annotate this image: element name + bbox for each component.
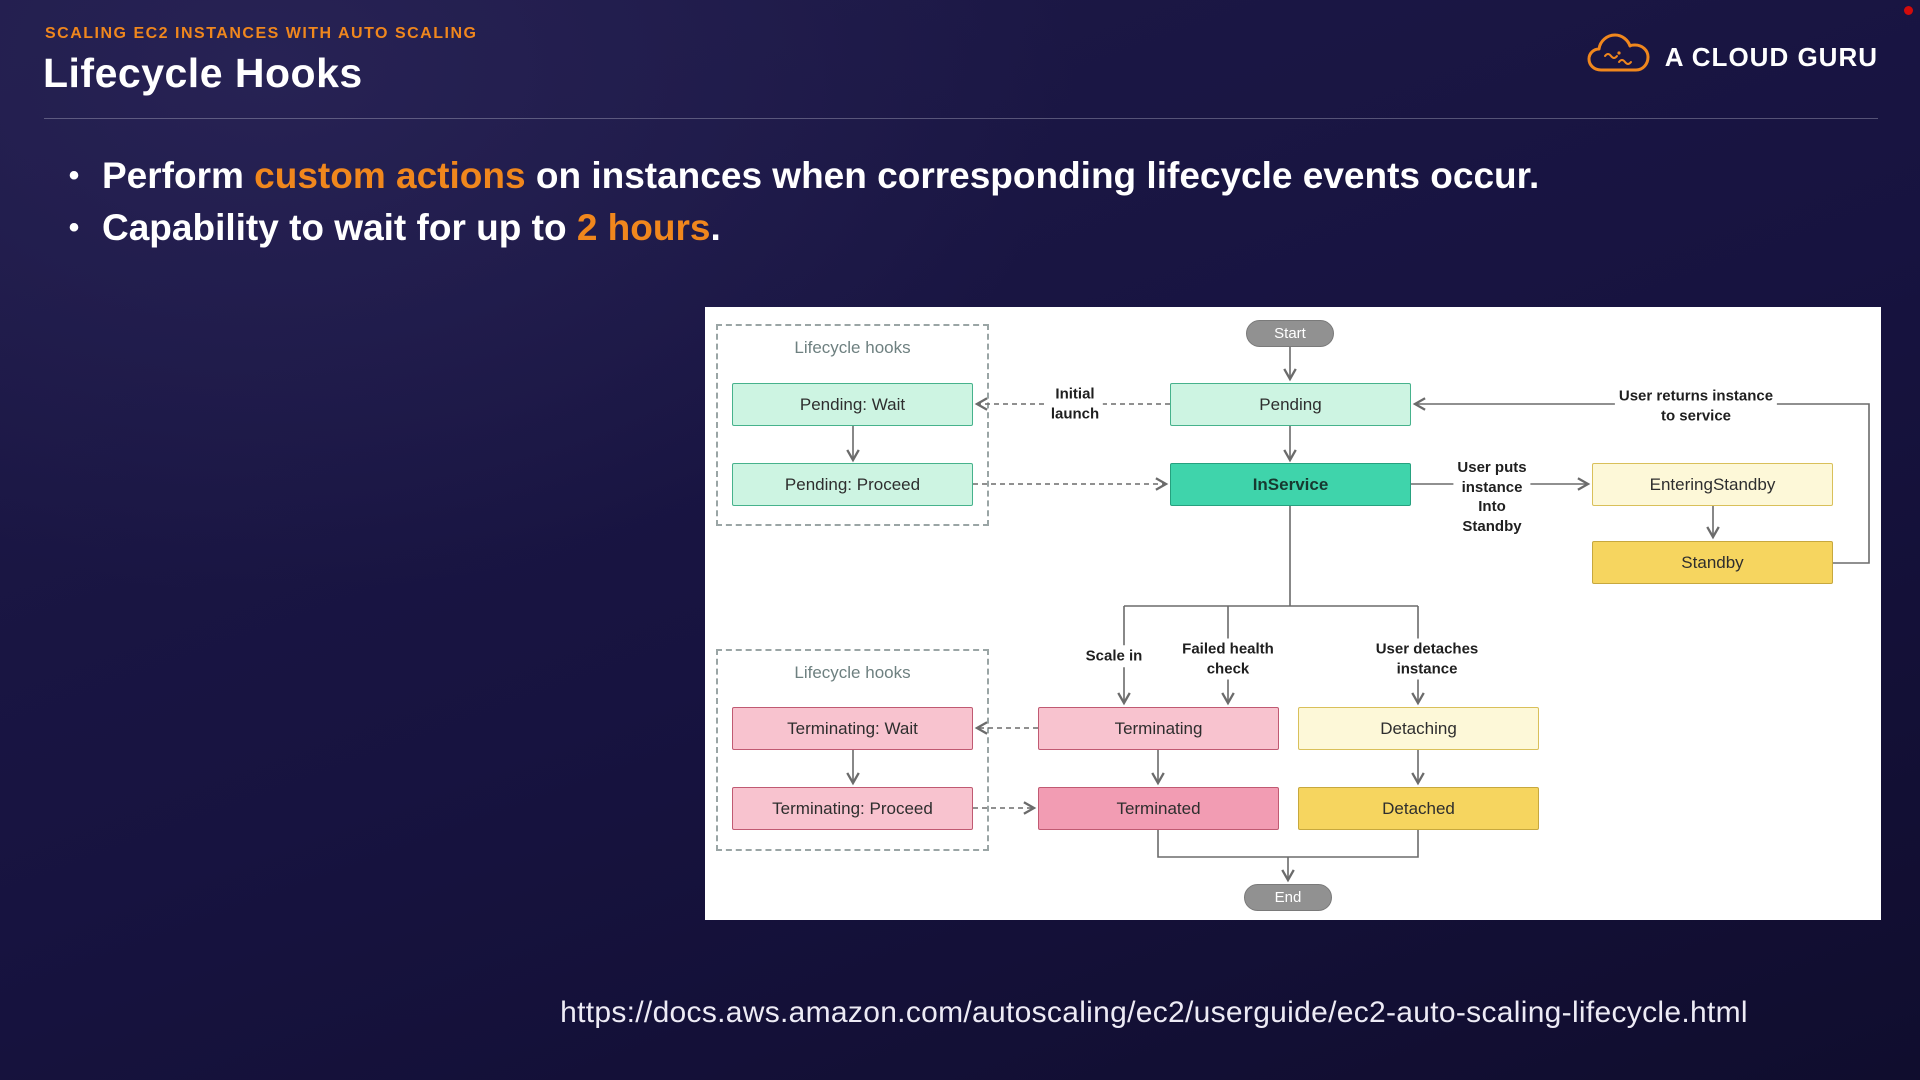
node-terminating: Terminating	[1038, 707, 1279, 750]
node-pending: Pending	[1170, 383, 1411, 426]
node-pending-proceed: Pending: Proceed	[732, 463, 973, 506]
lifecycle-hooks-group-bottom: Lifecycle hooks	[716, 649, 989, 851]
edge-label-user-detaches: User detaches instance	[1371, 638, 1483, 680]
bullet-dot-icon: •	[68, 159, 80, 192]
bullet-list: • Perform custom actions on instances wh…	[46, 150, 1886, 254]
node-start: Start	[1246, 320, 1334, 347]
group-caption: Lifecycle hooks	[794, 663, 911, 682]
bullet-text-1: Perform custom actions on instances when…	[102, 155, 1540, 196]
page-title: Lifecycle Hooks	[43, 50, 363, 96]
node-end: End	[1244, 884, 1332, 911]
header-divider	[44, 118, 1878, 119]
recording-indicator-icon	[1904, 6, 1913, 15]
node-detached: Detached	[1298, 787, 1539, 830]
acg-logo-text: A CLOUD GURU	[1664, 42, 1878, 72]
edge-label-initial-launch: Initial launch	[1046, 383, 1104, 425]
node-pending-wait: Pending: Wait	[732, 383, 973, 426]
lifecycle-diagram: Lifecycle hooks Lifecycle hooks	[705, 307, 1881, 920]
bullet-item-1: • Perform custom actions on instances wh…	[46, 150, 1886, 202]
node-terminated: Terminated	[1038, 787, 1279, 830]
node-terminating-proceed: Terminating: Proceed	[732, 787, 973, 830]
group-caption: Lifecycle hooks	[794, 338, 911, 357]
node-detaching: Detaching	[1298, 707, 1539, 750]
lifecycle-hooks-group-top: Lifecycle hooks	[716, 324, 989, 526]
node-entering-standby: EnteringStandby	[1592, 463, 1833, 506]
edge-label-user-puts-standby: User puts instance Into Standby	[1453, 457, 1531, 537]
node-standby: Standby	[1592, 541, 1833, 584]
edge-label-scale-in: Scale in	[1081, 645, 1147, 667]
edge-label-user-returns: User returns instance to service	[1614, 385, 1778, 427]
edge-label-failed-health-check: Failed health check	[1178, 638, 1278, 680]
bullet-highlight-2: 2 hours	[576, 207, 711, 248]
acg-logo: A CLOUD GURU	[1586, 32, 1878, 83]
course-eyebrow: SCALING EC2 INSTANCES WITH AUTO SCALING	[45, 25, 478, 42]
bullet-highlight-1: custom actions	[254, 155, 526, 196]
node-terminating-wait: Terminating: Wait	[732, 707, 973, 750]
node-inservice: InService	[1170, 463, 1411, 506]
source-url: https://docs.aws.amazon.com/autoscaling/…	[560, 996, 1748, 1029]
bullet-text-2: Capability to wait for up to 2 hours.	[102, 207, 721, 248]
bullet-item-2: • Capability to wait for up to 2 hours.	[46, 202, 1886, 254]
bullet-dot-icon: •	[68, 211, 80, 244]
cloud-icon	[1586, 32, 1652, 83]
